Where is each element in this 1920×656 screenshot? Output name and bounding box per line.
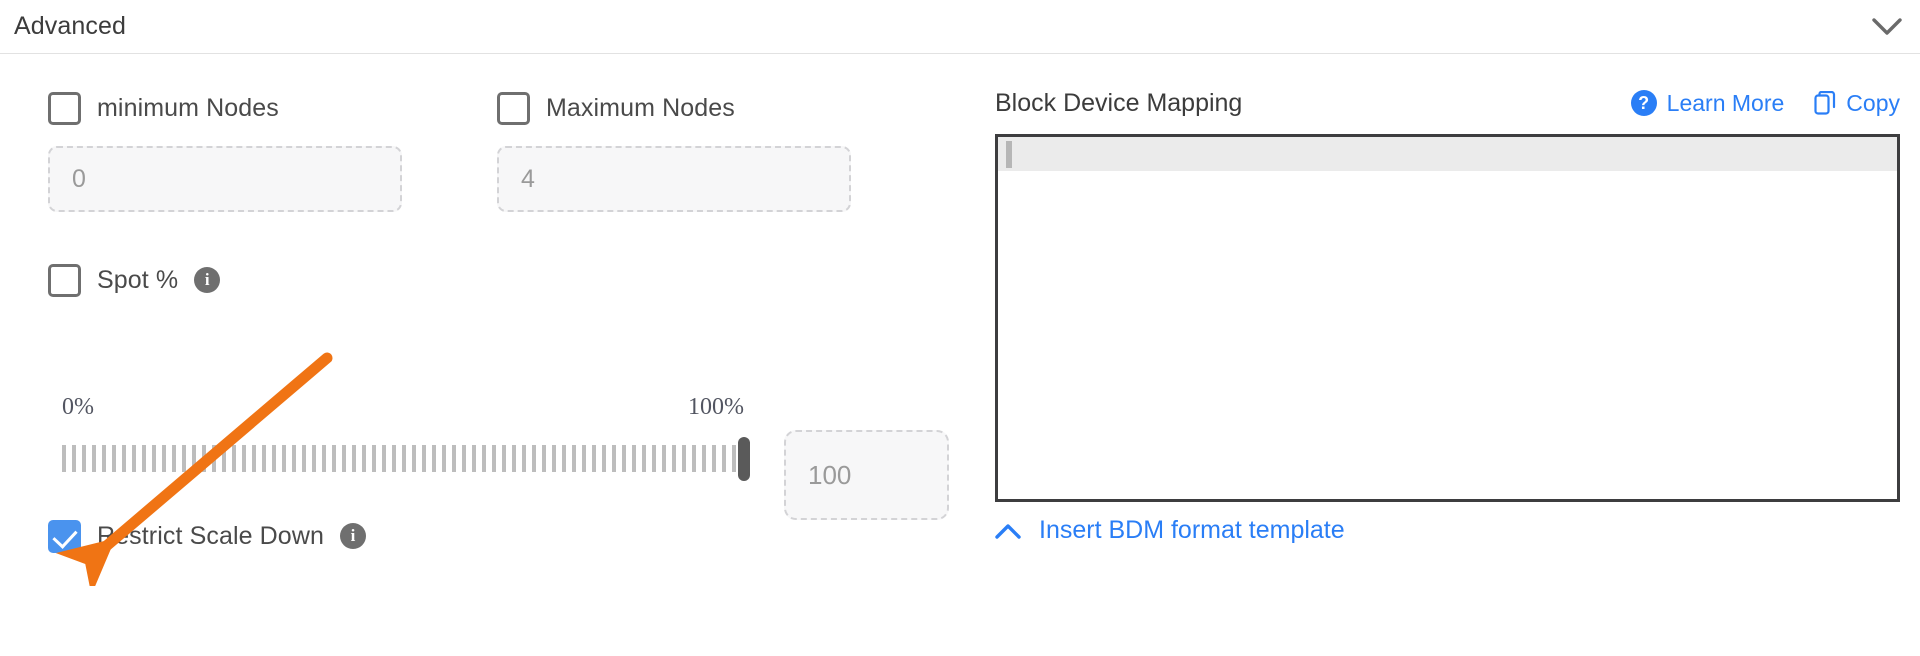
- spot-percent-checkbox-row[interactable]: Spot % i: [48, 262, 221, 298]
- chevron-up-icon: [995, 522, 1021, 540]
- spot-percent-checkbox[interactable]: [48, 263, 81, 297]
- spot-percent-slider-group: 0% 100%: [62, 394, 949, 520]
- copy-button[interactable]: Copy: [1814, 90, 1900, 117]
- info-icon[interactable]: i: [194, 267, 221, 293]
- info-icon[interactable]: i: [339, 523, 366, 549]
- bdm-code-editor[interactable]: [995, 134, 1900, 502]
- copy-label: Copy: [1846, 89, 1900, 116]
- slider-value-input[interactable]: [784, 430, 949, 520]
- bdm-actions: ? Learn More Copy: [1630, 78, 1900, 128]
- minimum-nodes-checkbox[interactable]: [48, 91, 81, 125]
- bdm-header: Block Device Mapping ? Learn More Copy: [995, 78, 1900, 128]
- minimum-nodes-field: minimum Nodes: [48, 90, 402, 212]
- slider-thumb[interactable]: [738, 437, 750, 481]
- editor-caret: [1006, 141, 1012, 168]
- maximum-nodes-input[interactable]: [497, 146, 851, 212]
- bdm-title: Block Device Mapping: [995, 88, 1243, 117]
- restrict-scale-down-field: Restrict Scale Down i: [48, 518, 366, 554]
- minimum-nodes-label: minimum Nodes: [97, 93, 279, 122]
- restrict-scale-down-label: Restrict Scale Down: [97, 521, 324, 550]
- block-device-mapping-panel: Block Device Mapping ? Learn More Copy: [995, 54, 1900, 545]
- slider-min-label: 0%: [62, 394, 94, 420]
- restrict-scale-down-checkbox[interactable]: [48, 519, 81, 553]
- spot-percent-label: Spot %: [97, 265, 179, 294]
- maximum-nodes-field: Maximum Nodes: [497, 90, 851, 212]
- insert-bdm-template-link[interactable]: Insert BDM format template: [995, 516, 1345, 545]
- copy-icon: [1814, 90, 1836, 115]
- restrict-scale-down-row[interactable]: Restrict Scale Down i: [48, 518, 366, 554]
- spot-percent-field: Spot % i: [48, 262, 221, 298]
- learn-more-link[interactable]: ? Learn More: [1630, 89, 1785, 117]
- learn-more-label: Learn More: [1666, 89, 1785, 116]
- insert-bdm-template-label: Insert BDM format template: [1039, 516, 1345, 544]
- editor-active-line: [998, 137, 1897, 171]
- chevron-down-icon[interactable]: [1870, 10, 1904, 44]
- maximum-nodes-label: Maximum Nodes: [546, 93, 735, 122]
- slider-track-row: [62, 430, 949, 520]
- minimum-nodes-input[interactable]: [48, 146, 402, 212]
- slider-scale-labels: 0% 100%: [62, 394, 752, 420]
- question-circle-icon: ?: [1630, 90, 1657, 116]
- minimum-nodes-checkbox-row[interactable]: minimum Nodes: [48, 90, 402, 126]
- scaling-settings-column: minimum Nodes Maximum Nodes Spot % i 0%: [0, 54, 960, 656]
- slider-track[interactable]: [62, 445, 746, 472]
- slider-max-label: 100%: [688, 394, 744, 420]
- advanced-section-header[interactable]: Advanced: [0, 0, 1920, 54]
- maximum-nodes-checkbox-row[interactable]: Maximum Nodes: [497, 90, 851, 126]
- maximum-nodes-checkbox[interactable]: [497, 91, 530, 125]
- page-title: Advanced: [14, 12, 126, 40]
